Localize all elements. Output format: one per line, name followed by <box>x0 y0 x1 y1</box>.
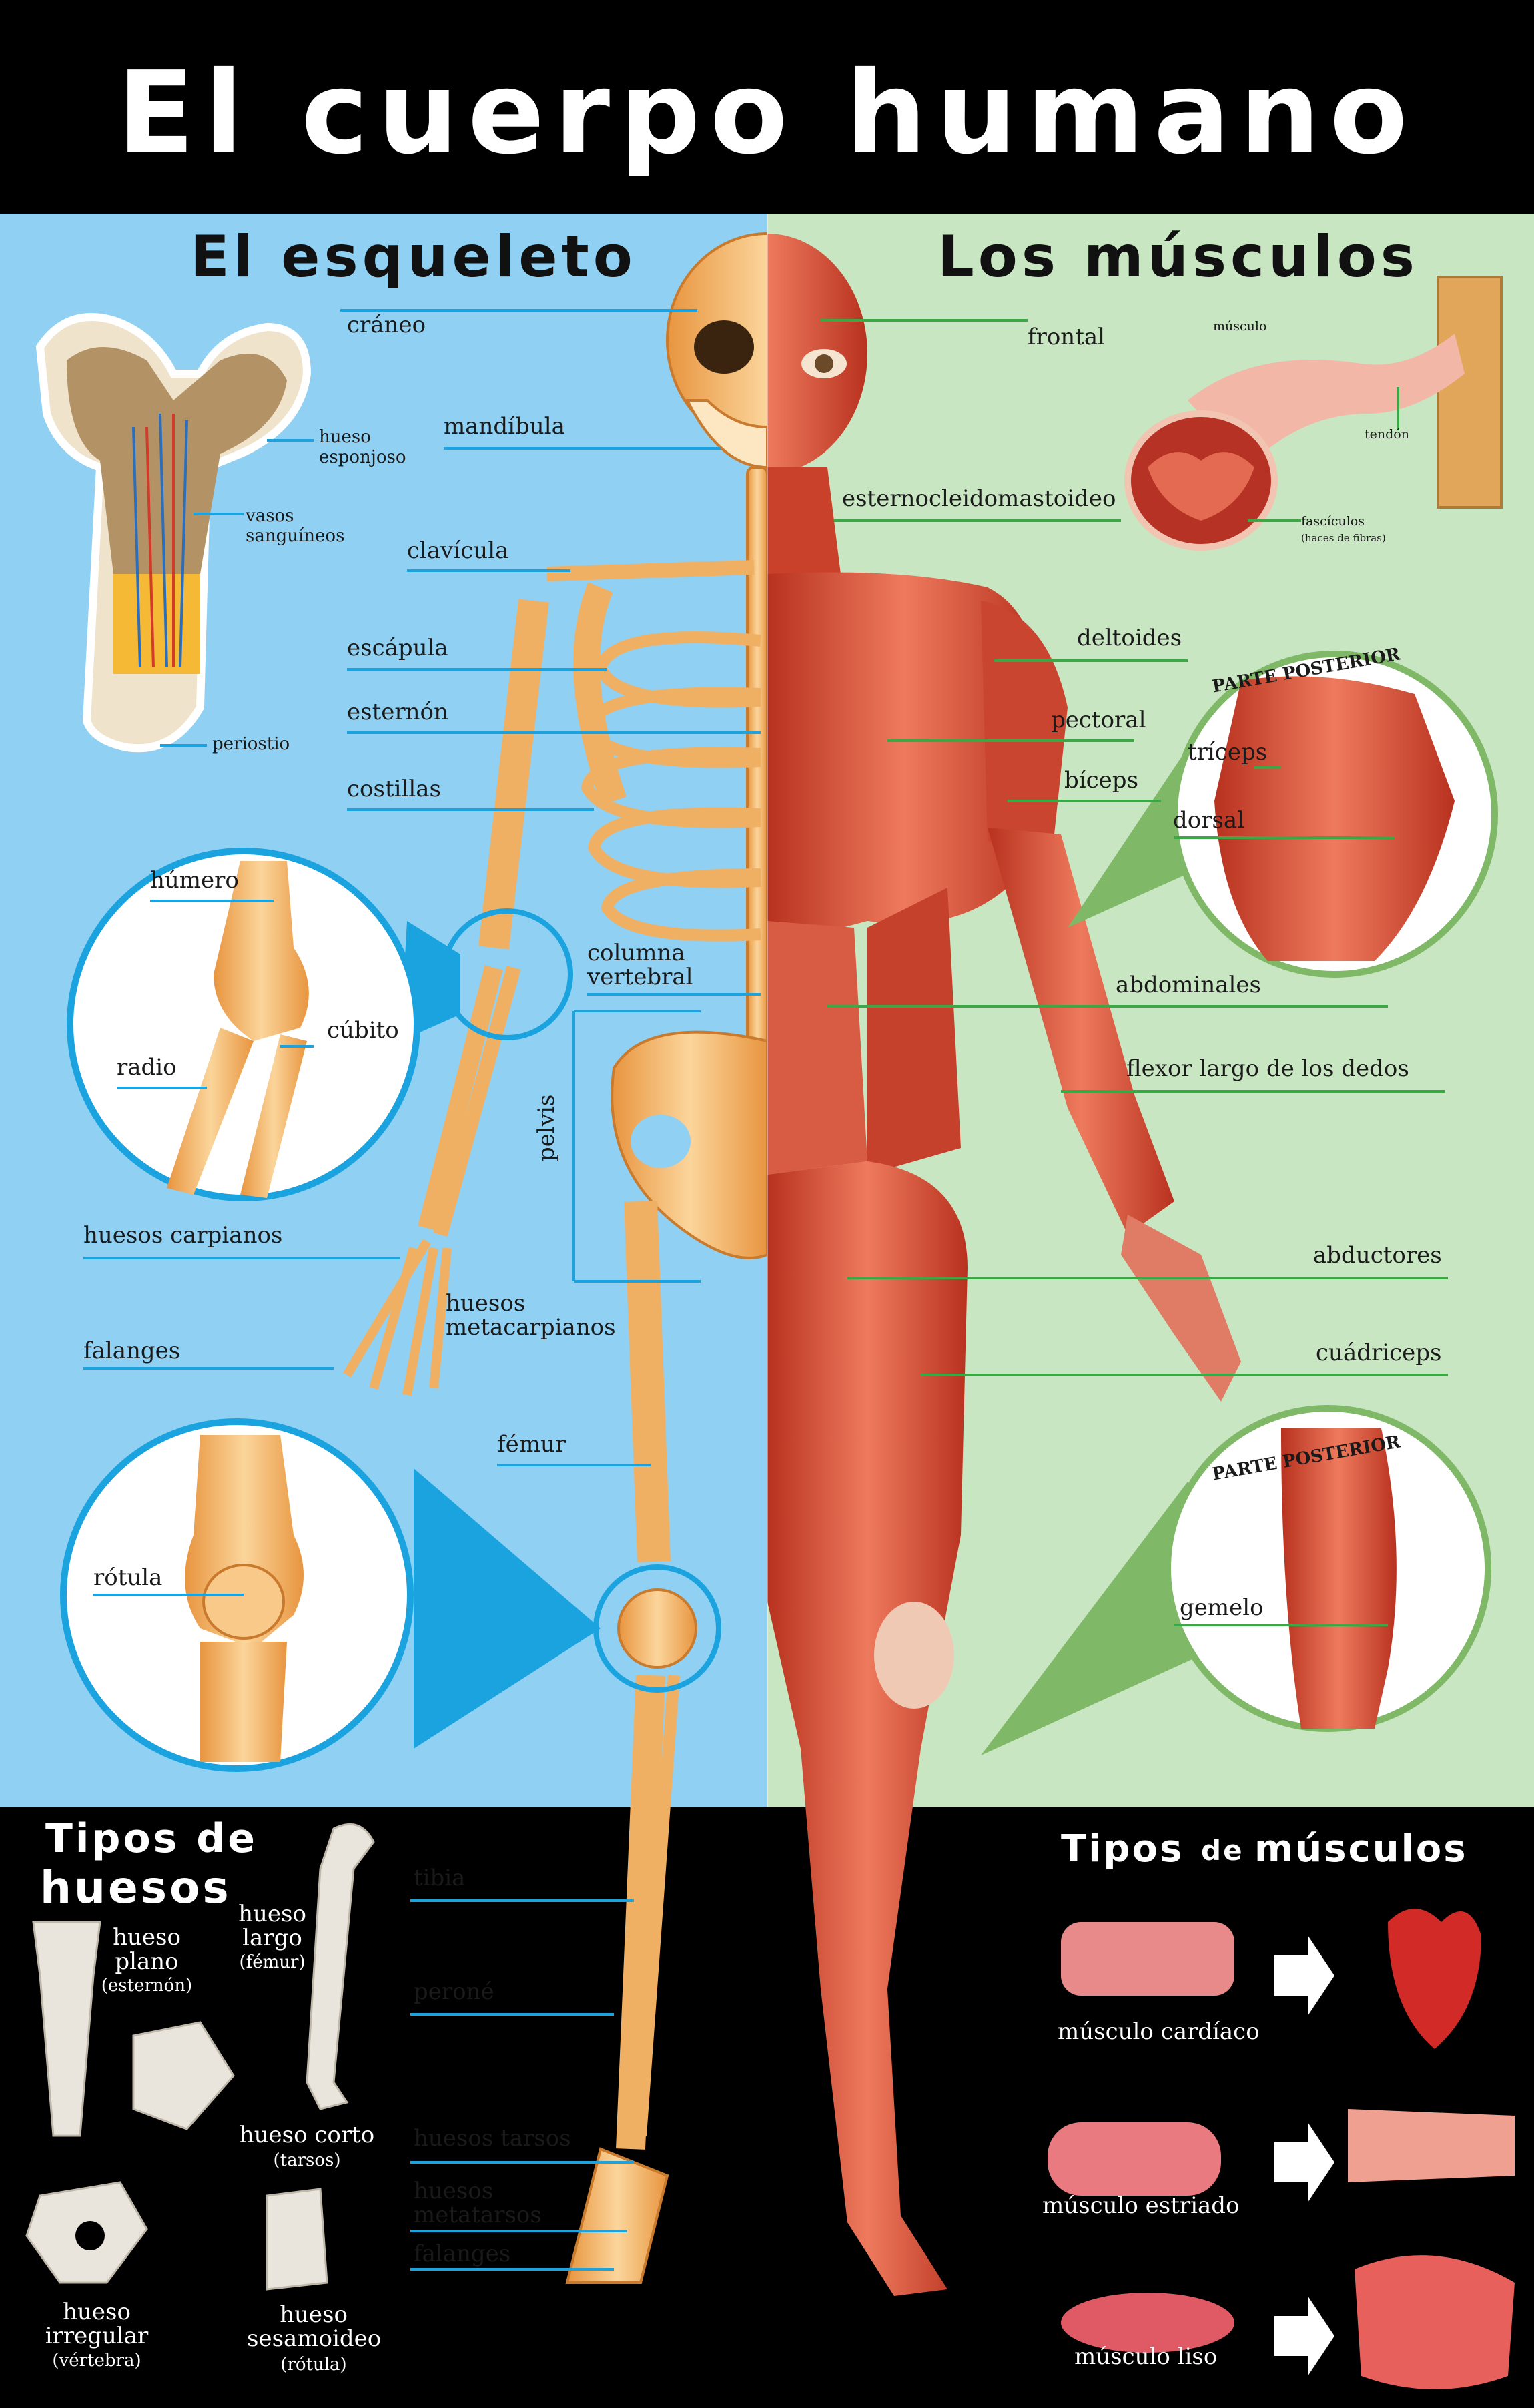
label-pelvis: pelvis <box>533 1094 560 1161</box>
bone-type-irregular-example: (vértebra) <box>52 2351 141 2371</box>
skeleton-body <box>342 232 767 2284</box>
label-cubito: cúbito <box>327 1017 399 1044</box>
label-gemelo: gemelo <box>1180 1594 1264 1621</box>
muscle-type-estriado: músculo estriado <box>1042 2192 1240 2219</box>
label-huesos-tarsos: huesos tarsos <box>414 2125 571 2152</box>
bone-type-plano-example: (esternón) <box>101 1976 193 1996</box>
muscle-leader-lines <box>821 319 1448 1626</box>
label-femur: fémur <box>497 1431 566 1458</box>
label-abdominales: abdominales <box>1116 972 1261 998</box>
muscle-tendon-detail <box>1124 276 1503 551</box>
muscle-type-shapes <box>1048 1909 1515 2389</box>
bone-type-largo-example: (fémur) <box>239 1952 306 1972</box>
label-triceps: tríceps <box>1188 739 1268 766</box>
muscles-title: Los músculos <box>937 224 1419 290</box>
bone-type-corto-example: (tarsos) <box>273 2150 341 2170</box>
muscle-types-title-a: Tipos <box>1061 1827 1184 1871</box>
back-magnifier <box>1068 651 1498 978</box>
label-huesos-carpianos: huesos carpianos <box>83 1222 283 1249</box>
label-periostio: periostio <box>212 734 290 754</box>
label-deltoides: deltoides <box>1077 625 1182 651</box>
bone-type-plano-name: hueso plano <box>113 1924 181 1975</box>
bone-type-shapes <box>25 1823 375 2291</box>
bone-type-corto-name: hueso corto <box>239 2122 375 2148</box>
skeleton-leader-lines <box>83 309 761 2271</box>
label-mandibula: mandíbula <box>444 413 565 440</box>
bone-type-sesamoideo-name: hueso sesamoideo <box>247 2301 382 2352</box>
page-title: El cuerpo humano <box>117 47 1417 180</box>
label-tibia: tibia <box>414 1865 466 1891</box>
skeleton-title: El esqueleto <box>190 224 637 290</box>
bone-types-title-line2: huesos <box>40 1862 232 1913</box>
label-esternon: esternón <box>347 699 448 725</box>
label-columna-vertebral: columna vertebral <box>587 940 693 990</box>
label-hueso-esponjoso: hueso esponjoso <box>319 427 406 467</box>
elbow-magnifier <box>67 848 573 1201</box>
label-abductores: abductores <box>1313 1242 1442 1269</box>
bone-cross-section <box>35 313 312 753</box>
label-musculo: músculo <box>1213 319 1267 334</box>
label-perone: peroné <box>414 1978 494 2005</box>
bone-type-sesamoideo-example: (rótula) <box>280 2355 347 2375</box>
label-tendon: tendón <box>1365 427 1409 442</box>
label-humero: húmero <box>150 867 239 894</box>
muscle-type-cardiaco: músculo cardíaco <box>1058 2018 1260 2045</box>
calf-magnifier <box>981 1405 1491 1755</box>
label-falanges-mano: falanges <box>83 1337 181 1364</box>
label-cuadriceps: cuádriceps <box>1316 1339 1442 1366</box>
label-radio: radio <box>117 1054 177 1081</box>
label-clavicula: clavícula <box>407 537 509 564</box>
label-esternocleidomastoideo: esternocleidomastoideo <box>842 485 1116 512</box>
label-frontal: frontal <box>1028 324 1106 350</box>
title-bar <box>0 0 1534 214</box>
muscle-types-title-c: músculos <box>1254 1827 1468 1871</box>
label-falanges-pie: falanges <box>414 2240 511 2267</box>
bone-type-largo-name: hueso largo <box>238 1901 306 1951</box>
muscle-type-liso: músculo liso <box>1074 2343 1218 2370</box>
label-huesos-metacarpianos: huesos metacarpianos <box>446 1290 616 1341</box>
bone-types-title-line1: Tipos de <box>45 1815 258 1862</box>
label-rotula: rótula <box>93 1564 163 1591</box>
label-flexor-largo-dedos: flexor largo de los dedos <box>1126 1055 1409 1082</box>
label-dorsal: dorsal <box>1173 807 1245 834</box>
label-fasciculos: fascículos <box>1301 514 1365 529</box>
label-biceps: bíceps <box>1064 767 1139 794</box>
label-pectoral: pectoral <box>1051 707 1146 733</box>
muscle-types-title-b: de <box>1201 1834 1244 1867</box>
bone-type-irregular-name: hueso irregular <box>45 2299 149 2349</box>
label-escapula: escápula <box>347 635 448 661</box>
label-craneo: cráneo <box>347 312 426 338</box>
muscle-body <box>767 234 1241 2296</box>
label-huesos-metatarsos: huesos metatarsos <box>414 2178 542 2228</box>
label-costillas: costillas <box>347 776 441 802</box>
label-vasos-sanguineos: vasos sanguíneos <box>246 506 345 546</box>
label-haces-de-fibras: (haces de fibras) <box>1301 532 1386 544</box>
